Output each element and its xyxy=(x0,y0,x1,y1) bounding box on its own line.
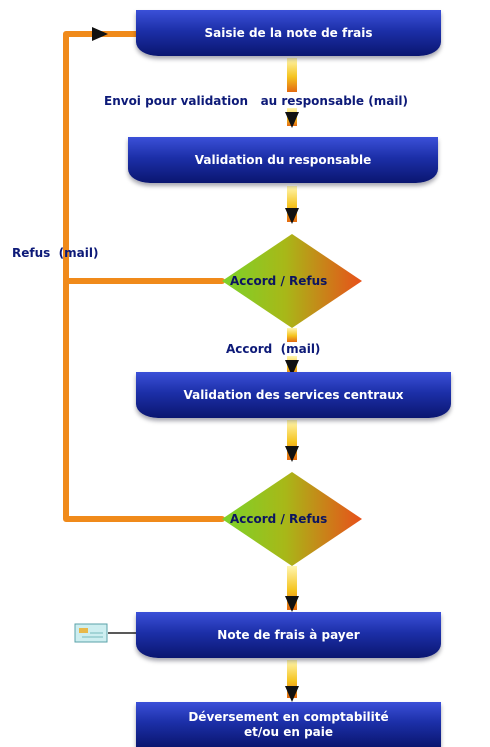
process-box-validation-services: Validation des services centraux xyxy=(136,372,451,418)
process-box-saisie: Saisie de la note de frais xyxy=(136,10,441,56)
process-box-label: Déversement en comptabilité xyxy=(188,709,389,724)
refus-loop-line xyxy=(63,31,222,522)
down-arrow-icon xyxy=(285,686,299,702)
process-box-label: Note de frais à payer xyxy=(217,627,360,642)
connector xyxy=(287,660,297,698)
process-box-deversement: Déversement en comptabilité et/ou en pai… xyxy=(136,702,441,747)
envoi-label: Envoi pour validation au responsable (ma… xyxy=(104,94,409,108)
decision-diamond xyxy=(222,234,362,328)
connector xyxy=(287,186,297,222)
process-box-label: Validation du responsable xyxy=(194,152,372,167)
accord-label: Accord (mail) xyxy=(226,342,321,356)
connector xyxy=(287,58,297,92)
process-box-label: et/ou en paie xyxy=(243,724,334,739)
envelope-icon xyxy=(74,623,136,643)
down-arrow-icon xyxy=(285,208,299,224)
process-box-label: Saisie de la note de frais xyxy=(204,25,373,40)
process-box-label: Validation des services centraux xyxy=(183,387,404,402)
decision-diamond xyxy=(222,472,362,566)
process-box-validation-responsable: Validation du responsable xyxy=(128,137,438,183)
down-arrow-icon xyxy=(285,360,299,376)
process-box-note-payer: Note de frais à payer xyxy=(136,612,441,658)
decision-label: Accord / Refus xyxy=(230,512,328,526)
decision-label: Accord / Refus xyxy=(230,274,328,288)
loop-arrowhead xyxy=(92,27,108,41)
down-arrow-icon xyxy=(285,596,299,612)
refus-label: Refus (mail) xyxy=(12,246,99,260)
down-arrow-icon xyxy=(285,446,299,462)
down-arrow-icon xyxy=(285,112,299,128)
connector xyxy=(287,420,297,460)
connector xyxy=(287,328,297,342)
connector xyxy=(287,566,297,610)
